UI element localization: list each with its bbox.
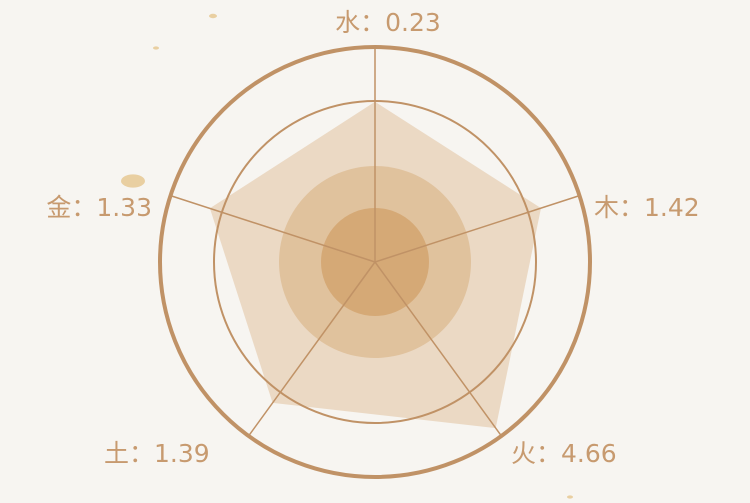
paper-speck-4 bbox=[567, 495, 573, 499]
spoke-2 bbox=[374, 194, 580, 263]
axis-label-1: 水：0.23 bbox=[335, 8, 441, 37]
spoke-3 bbox=[374, 261, 503, 437]
paper-speck-3 bbox=[121, 174, 145, 188]
axis-label-4: 土：1.39 bbox=[104, 439, 210, 468]
paper-speck-2 bbox=[153, 46, 159, 50]
axis-label-2: 木：1.42 bbox=[594, 193, 700, 222]
spoke-4 bbox=[247, 261, 376, 437]
paper-speck-1 bbox=[209, 13, 217, 19]
axis-label-3: 火：4.66 bbox=[511, 439, 617, 468]
spoke-5 bbox=[170, 194, 376, 263]
axis-label-5: 金：1.33 bbox=[46, 193, 152, 222]
